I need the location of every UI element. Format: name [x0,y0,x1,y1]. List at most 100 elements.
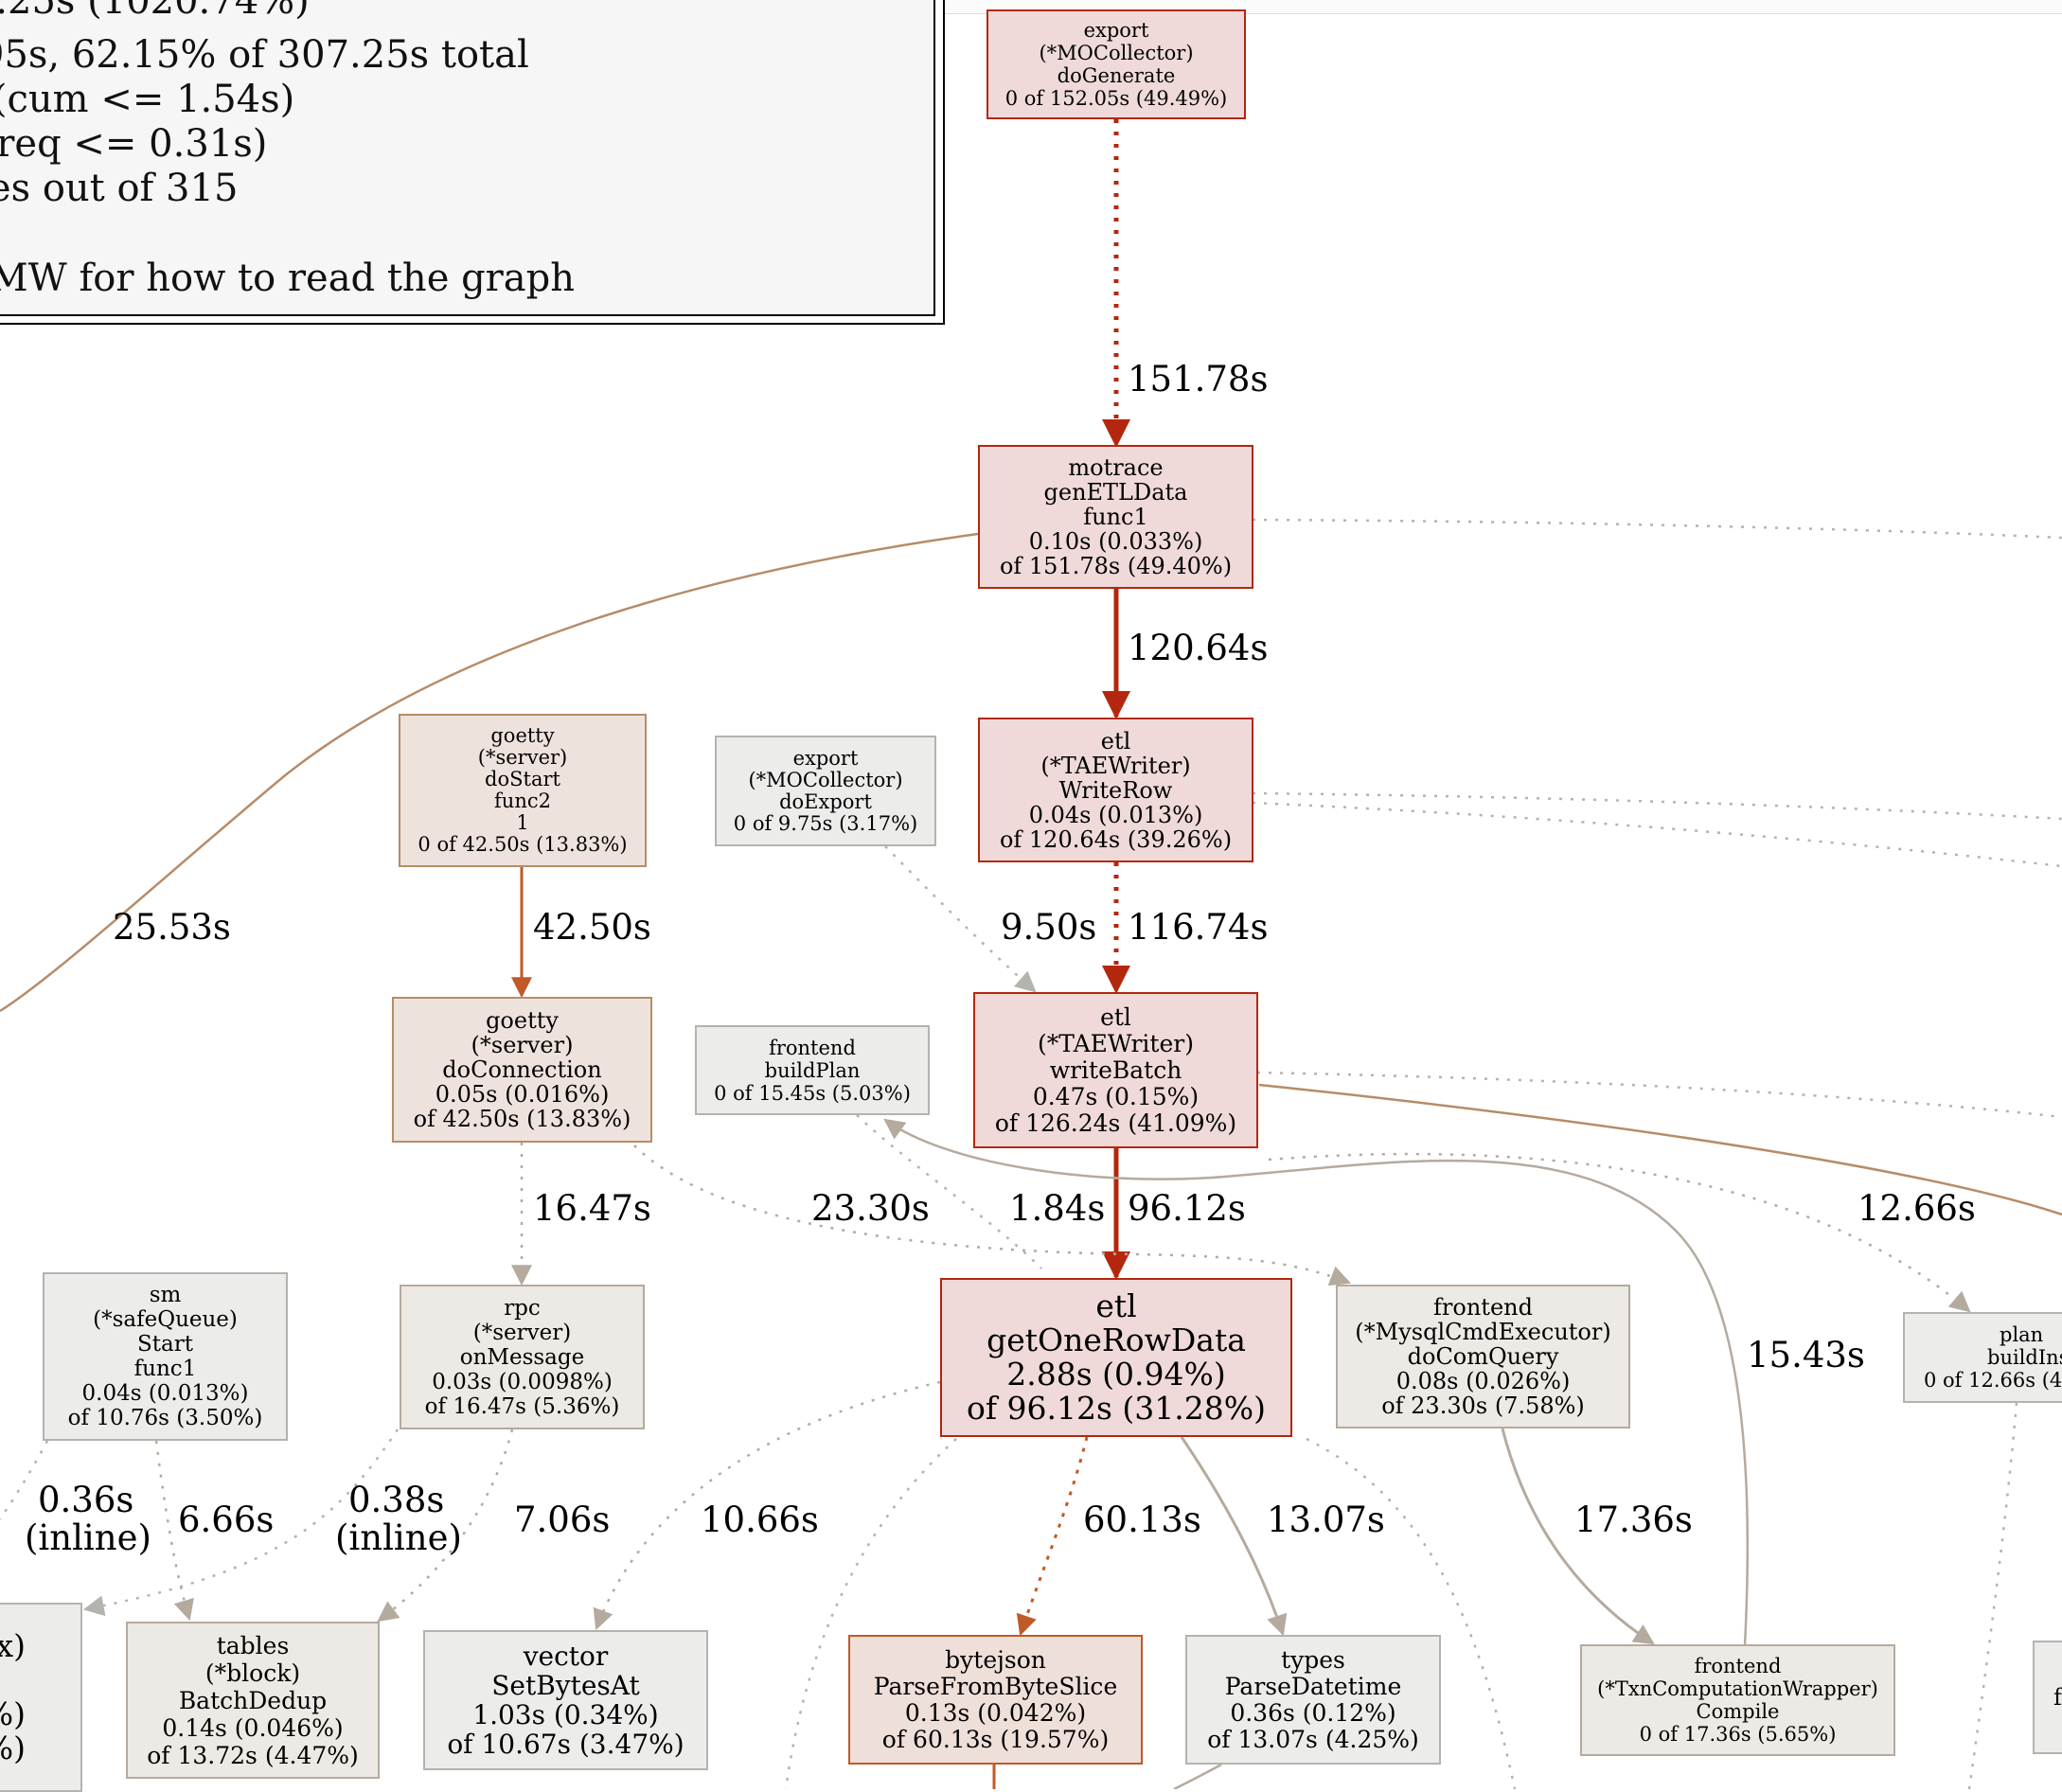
node-line: x) [0,1627,26,1664]
edge-genetl-to-left [0,532,979,1013]
edge-types-down [1173,1763,1222,1789]
node-line: onMessage [459,1344,585,1370]
edge-label: 15.43s [1747,1335,1865,1375]
node-line: 0 of 42.50s (13.83%) [418,833,628,856]
edge-label: 1.84s [1009,1188,1105,1229]
node-line: etl [1100,727,1131,754]
node-line: 2.88s (0.94%) [1006,1356,1226,1393]
node-line: buildPlan [764,1058,861,1082]
node-frontend-compile[interactable]: frontend (*TxnComputationWrapper) Compil… [1580,1644,1895,1756]
edge-docomquery-to-compile [1501,1428,1655,1645]
node-export-doexport[interactable]: export (*MOCollector) doExport 0 of 9.75… [715,736,936,846]
node-line: 0 of 17.36s (5.65%) [1639,1723,1837,1746]
edge-rpc-to-left [82,1428,400,1617]
edge-writebatch-offscreen-1 [1256,1071,2062,1119]
node-line: of 126.24s (41.09%) [994,1109,1237,1137]
node-goetty-doconnection[interactable]: goetty (*server) doConnection 0.05s (0.0… [392,997,652,1143]
edge-label: 16.47s [533,1188,651,1229]
node-line: goetty [490,724,555,747]
node-line: doExport [779,790,872,813]
node-right-partial[interactable]: f [2033,1641,2062,1754]
node-line: doComQuery [1407,1343,1559,1370]
node-sm-safequeue[interactable]: sm (*safeQueue) Start func1 0.04s (0.013… [43,1272,288,1441]
node-line: of 120.64s (39.26%) [999,825,1233,853]
node-line: types [1281,1645,1345,1674]
node-line: (*MOCollector) [1039,42,1194,64]
edge-plan-down [1967,1402,2018,1789]
node-line: 6%) [0,1730,26,1766]
edge-label: 12.66s [1858,1188,1976,1229]
node-line: ParseFromByteSlice [873,1672,1118,1700]
edge-label: 42.50s [533,907,651,948]
node-line: Start [137,1332,193,1357]
edge-label: (inline) [335,1517,462,1558]
node-vector-setbytesat[interactable]: vector SetBytesAt 1.03s (0.34%) of 10.67… [423,1630,708,1770]
node-line: 0 of 15.45s (5.03%) [714,1081,911,1105]
node-export-dogenerate[interactable]: export (*MOCollector) doGenerate 0 of 15… [987,9,1246,119]
node-line: 0.10s (0.033%) [1028,528,1203,555]
node-line: rpc [504,1295,541,1321]
node-line: getOneRowData [987,1322,1246,1358]
node-types-parsedatetime[interactable]: types ParseDatetime 0.36s (0.12%) of 13.… [1185,1635,1441,1765]
edge-label: 151.78s [1128,359,1268,399]
node-etl-writerow[interactable]: etl (*TAEWriter) WriteRow 0.04s (0.013%)… [978,718,1253,862]
node-etl-getonerowdata[interactable]: etl getOneRowData 2.88s (0.94%) of 96.12… [940,1278,1292,1437]
edge-label: 120.64s [1128,628,1268,668]
node-line: of 13.07s (4.25%) [1207,1725,1419,1753]
node-line: (*server) [472,1320,572,1345]
node-line: of 10.67s (3.47%) [447,1729,684,1760]
edge-getonerow-to-types [1180,1436,1288,1637]
node-frontend-docomquery[interactable]: frontend (*MysqlCmdExecutor) doComQuery … [1336,1285,1630,1428]
node-line: (*MOCollector) [748,768,903,791]
node-line: 0.08s (0.026%) [1395,1368,1571,1394]
edge-label: 96.12s [1128,1188,1246,1229]
edge-genetl-offscreen [1252,518,2062,540]
node-tables-batchdedup[interactable]: tables (*block) BatchDedup 0.14s (0.046%… [126,1622,380,1779]
node-line: %) [0,1695,26,1732]
node-line: WriteRow [1058,776,1173,804]
node-line: tables [216,1631,290,1659]
node-line: 0.04s (0.013%) [1028,801,1203,828]
edge-compile-to-buildplan [883,1118,1750,1646]
node-line: 1.03s (0.34%) [472,1699,659,1730]
node-line: f [2053,1684,2062,1711]
node-line: etl [1095,1287,1137,1324]
edge-label: 17.36s [1574,1499,1693,1540]
node-line: (*TxnComputationWrapper) [1597,1677,1878,1700]
node-line: sm [149,1283,182,1307]
edge-doexport-to-writebatch [884,845,1037,993]
legend-box: Total samples = 307.25s (1020.74%) accou… [0,0,945,325]
node-bytejson-parsefrombyteslice[interactable]: bytejson ParseFromByteSlice 0.13s (0.042… [848,1635,1143,1765]
node-rpc-onmessage[interactable]: rpc (*server) onMessage 0.03s (0.0098%) … [400,1285,645,1429]
edge-label: 6.66s [178,1499,274,1540]
node-line: doConnection [442,1056,602,1083]
node-line: 0 of 9.75s (3.17%) [733,811,918,835]
node-line: genETLData [1043,479,1188,506]
edge-label: 0.38s [348,1480,444,1520]
edge-label: 0.36s [38,1480,133,1520]
edge-label: 60.13s [1083,1499,1201,1540]
node-line: buildInsert [1987,1346,2062,1369]
node-line: vector [523,1641,609,1672]
node-goetty-dostart[interactable]: goetty (*server) doStart func2 1 0 of 42… [399,714,647,867]
edge-label: 7.06s [514,1499,610,1540]
node-line: func2 [494,790,551,812]
node-line: writeBatch [1049,1056,1182,1084]
legend-line: See https://git.io/JfYMW for how to read… [0,257,576,300]
node-line: func1 [133,1357,197,1381]
node-left-partial[interactable]: x) %) 6%) [0,1603,82,1792]
node-frontend-buildplan[interactable]: frontend buildPlan 0 of 15.45s (5.03%) [695,1025,930,1115]
edge-label: 23.30s [811,1188,930,1229]
legend-line: accounting for 190.95s, 62.15% of 307.25… [0,33,529,77]
edge-sm-inline [0,1440,49,1520]
edge-label: 9.50s [1001,907,1096,948]
node-plan-buildinsert[interactable]: plan buildInsert 0 of 12.66s (4.12%) [1903,1312,2062,1403]
edge-label: 10.66s [701,1499,819,1540]
node-line: 0 of 152.05s (49.49%) [1004,87,1228,110]
node-line: of 13.72s (4.47%) [147,1741,359,1769]
node-etl-writebatch[interactable]: etl (*TAEWriter) writeBatch 0.47s (0.15%… [973,992,1258,1148]
node-motrace-genetldata[interactable]: motrace genETLData func1 0.10s (0.033%) … [978,445,1253,589]
node-line: of 96.12s (31.28%) [966,1390,1267,1427]
edge-writebatch-to-buildinsert [1268,1152,1971,1313]
